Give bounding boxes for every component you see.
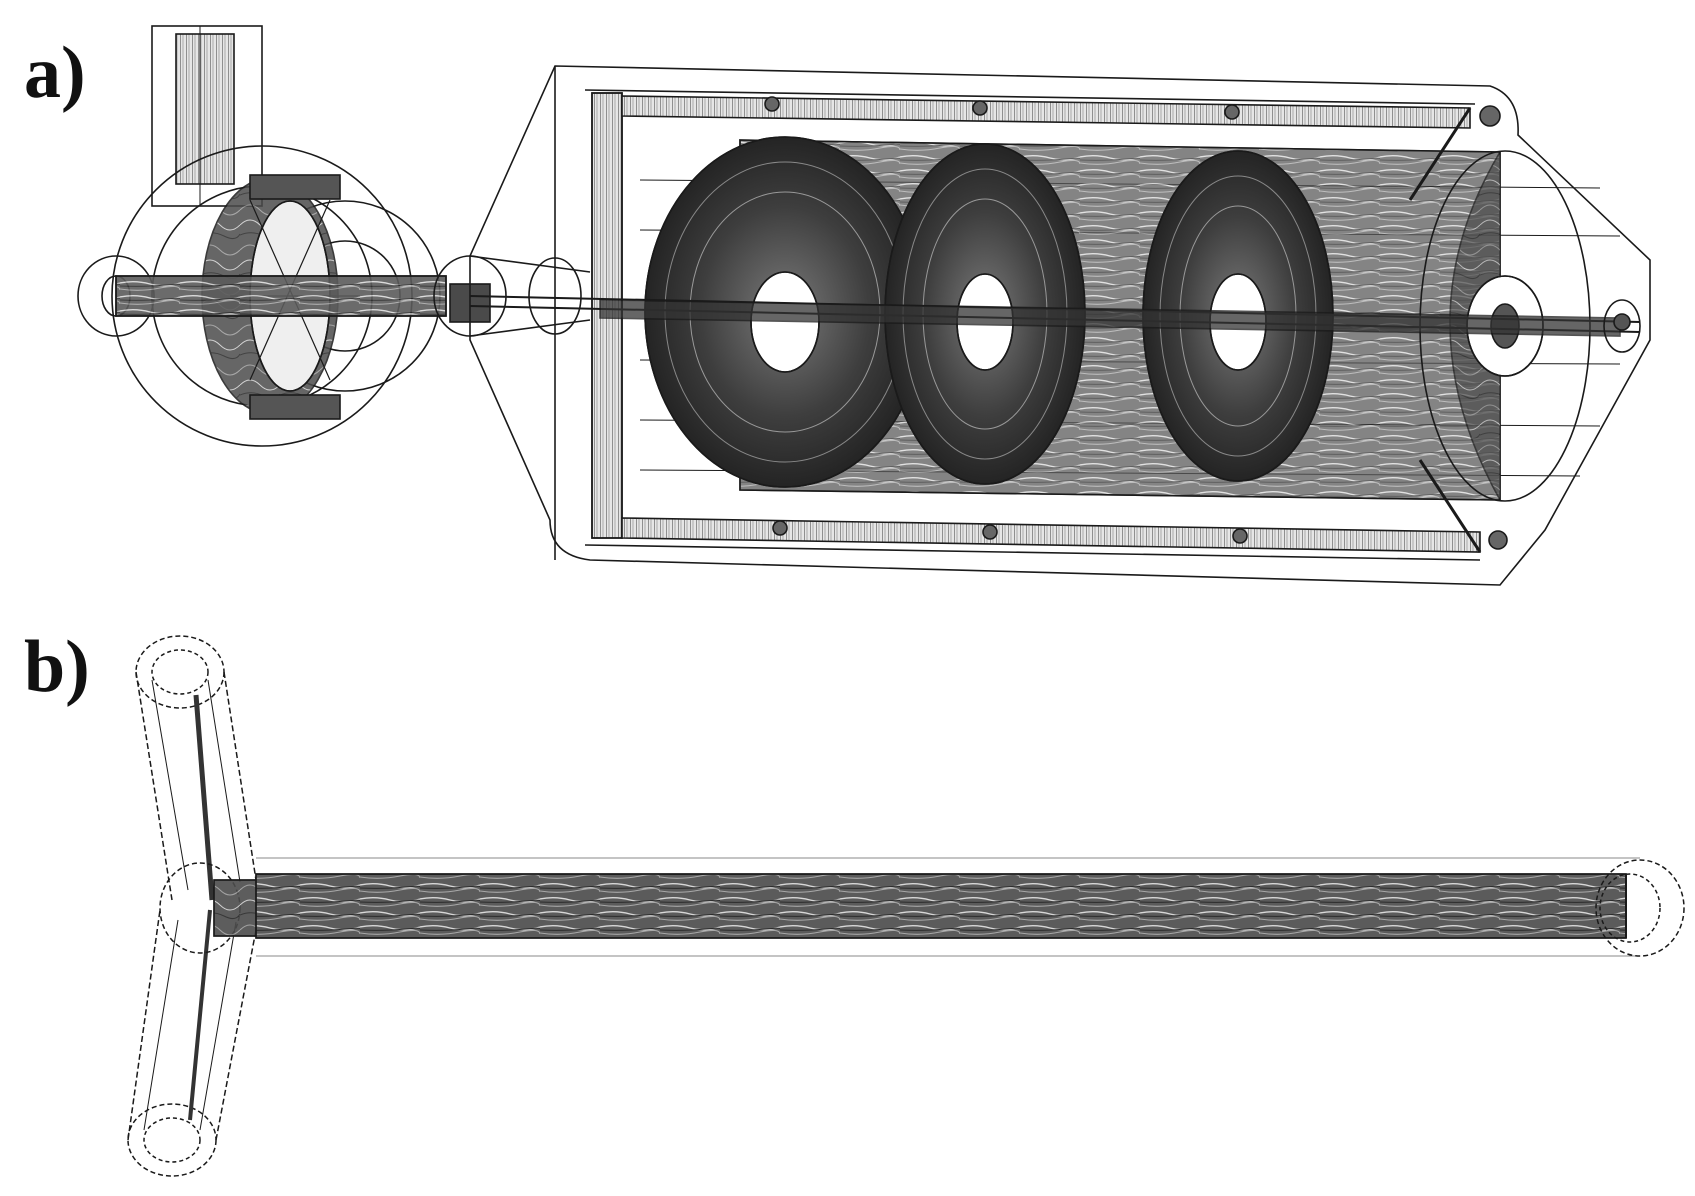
main-shaft <box>469 295 1641 353</box>
inlet-pipe <box>151 25 263 207</box>
panel-label-b: b) <box>24 626 90 708</box>
panel-b-drawing <box>127 635 1685 1177</box>
tube-end <box>1595 859 1685 957</box>
tee-branch-upper <box>135 635 257 901</box>
tee-branch-lower <box>127 909 257 1177</box>
main-tube-outer <box>256 857 1640 957</box>
panel-label-a: a) <box>24 32 86 114</box>
shaft-left <box>77 255 447 337</box>
main-tube-flow <box>255 873 1627 939</box>
tee-junction <box>159 862 259 954</box>
panel-a-drawing <box>77 25 1651 586</box>
